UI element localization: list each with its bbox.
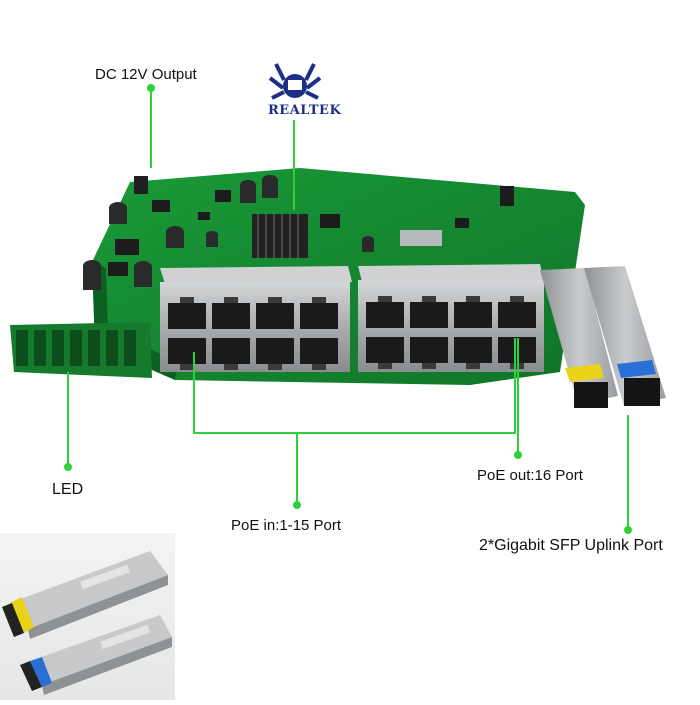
- poe-out-label: PoE out:16 Port: [477, 467, 583, 484]
- dc-output-label: DC 12V Output: [95, 66, 197, 83]
- realtek-logo-text: REALTEK: [268, 103, 342, 118]
- callout-dots: [64, 84, 632, 534]
- led-label: LED: [52, 481, 84, 498]
- callout-lines: [67, 88, 629, 530]
- sfp-modules: [540, 266, 666, 408]
- chips: [108, 186, 514, 276]
- sfp-inset-drawing: [2, 551, 172, 695]
- crab-logo-icon: [268, 63, 322, 100]
- rj45-block-left: [160, 266, 352, 372]
- poe-in-label: PoE in:1-15 Port: [231, 517, 342, 534]
- heatsink: [252, 214, 308, 258]
- rj45-block-right: [358, 264, 544, 372]
- capacitors: [83, 175, 374, 290]
- sfp-inset-photo: [0, 533, 175, 700]
- led-bank: [10, 322, 152, 378]
- sfp-uplink-label: 2*Gigabit SFP Uplink Port: [479, 537, 663, 554]
